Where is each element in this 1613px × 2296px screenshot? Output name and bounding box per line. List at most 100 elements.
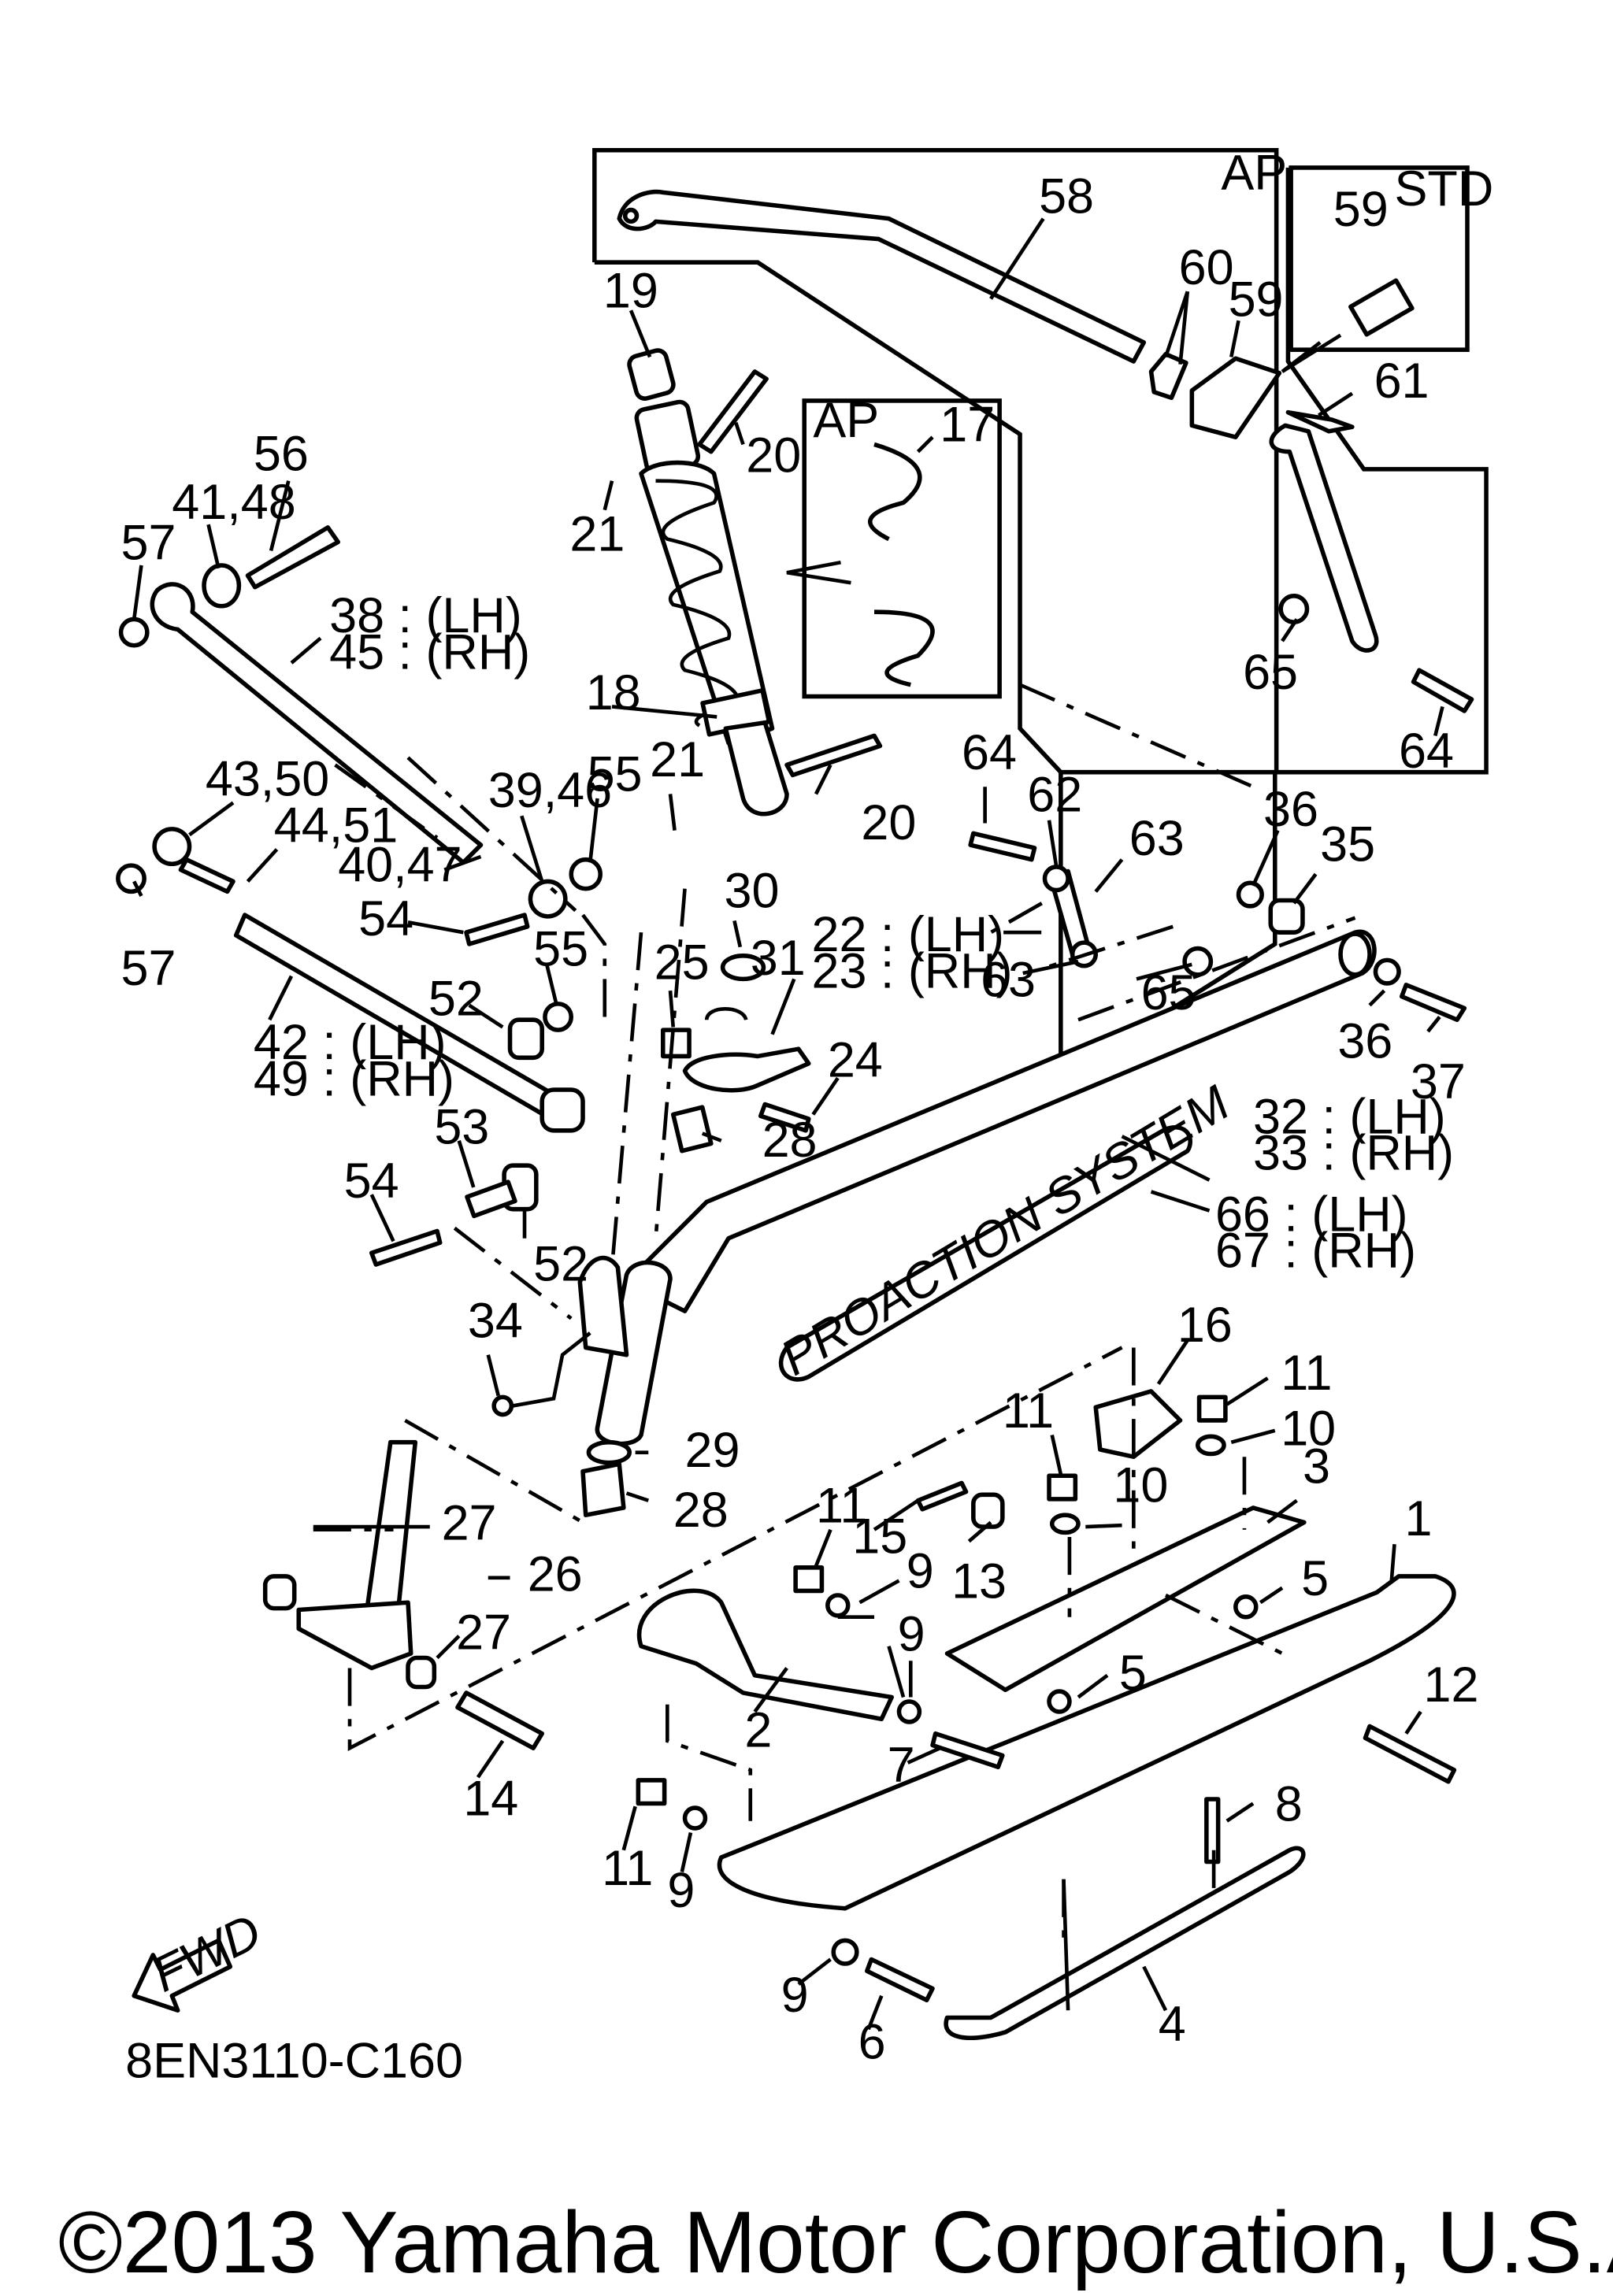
bolt-34-leader <box>512 1331 591 1408</box>
callout-11-left: 11 <box>816 1478 867 1533</box>
pin-15 <box>915 1480 969 1512</box>
bolt-5-a <box>1233 1594 1259 1620</box>
radius-rod-upper <box>150 582 484 865</box>
callout-54-top: 54 <box>358 891 413 946</box>
callout-13: 13 <box>951 1554 1007 1609</box>
callout-11-top: 11 <box>1281 1346 1332 1401</box>
callout-18: 18 <box>586 665 641 720</box>
callout-55-top: 55 <box>588 747 643 802</box>
callout-9-d: 9 <box>781 1968 809 2023</box>
callout-21-top: 21 <box>569 506 625 561</box>
washer-36-upper <box>1236 880 1264 909</box>
std-label: STD <box>1394 161 1493 217</box>
stabilizer-bar-eye <box>622 207 640 224</box>
washer-9-d <box>831 1938 859 1966</box>
ap-spring-box <box>802 398 1002 699</box>
collar-53 <box>465 1179 517 1219</box>
bushing-28-upper <box>670 1105 714 1154</box>
callout-39-46: 39,46 <box>488 763 612 818</box>
callout-54-bottom: 54 <box>344 1154 399 1209</box>
bushing-35 <box>1268 898 1305 935</box>
callout-17: 17 <box>940 398 995 453</box>
callout-26: 26 <box>528 1546 583 1602</box>
washer-10-mid <box>1049 1513 1081 1535</box>
stopper-16 <box>1093 1389 1183 1459</box>
callout-65-top: 65 <box>1243 645 1298 700</box>
callout-8: 8 <box>1275 1777 1303 1832</box>
callout-38: 38 : (LH) <box>329 588 522 643</box>
ski-handle-2 <box>636 1588 895 1721</box>
callout-1: 1 <box>1404 1491 1432 1546</box>
callout-63-top: 63 <box>1129 811 1185 866</box>
callout-36-bottom: 36 <box>1337 1013 1392 1068</box>
rod-end-43-50 <box>152 827 192 867</box>
spring-17 <box>868 442 935 687</box>
callout-66: 66 : (LH) <box>1215 1187 1408 1242</box>
leader-lines <box>132 217 1444 2031</box>
callout-56: 56 <box>254 427 309 482</box>
callout-21-bottom: 21 <box>650 732 705 787</box>
callout-59: 59 <box>1229 272 1284 328</box>
callout-4: 4 <box>1159 1997 1186 2052</box>
callout-53: 53 <box>434 1099 489 1154</box>
nut-11-left <box>793 1565 825 1594</box>
guide-lines <box>313 683 1356 1938</box>
callout-33: 33 : (RH) <box>1253 1126 1454 1181</box>
washer-29 <box>586 1439 632 1465</box>
callout-58: 58 <box>1039 168 1094 224</box>
spindle-foot-26 <box>296 1600 413 1671</box>
nut-11-mid <box>1047 1473 1078 1502</box>
washer-9-b <box>896 1699 922 1724</box>
callout-9-a: 9 <box>907 1544 934 1599</box>
callout-27-bottom: 27 <box>456 1605 511 1660</box>
circlip-31 <box>704 1007 748 1021</box>
callout-14: 14 <box>463 1771 518 1826</box>
callout-35: 35 <box>1320 817 1375 872</box>
callout-10-mid: 10 <box>1113 1458 1168 1513</box>
washer-9-a <box>825 1593 851 1618</box>
bushing-27-right <box>406 1655 437 1690</box>
bolt-5-b <box>1047 1689 1072 1714</box>
callout-9-c: 9 <box>667 1863 695 1918</box>
callout-3: 3 <box>1303 1439 1330 1494</box>
callout-45: 45 : (RH) <box>329 624 530 680</box>
callout-2: 2 <box>744 1702 772 1757</box>
callout-25: 25 <box>654 935 710 990</box>
callout-15: 15 <box>852 1509 907 1564</box>
bolt-20-top <box>697 369 769 454</box>
washer-10-top <box>1195 1434 1226 1457</box>
callout-57-bottom: 57 <box>121 941 176 996</box>
callout-63-bottom: 63 <box>981 953 1036 1008</box>
ap-inner-outline <box>594 260 1062 774</box>
bushing-19 <box>627 348 676 401</box>
callout-20-bottom: 20 <box>861 795 916 850</box>
callout-19: 19 <box>603 264 658 319</box>
bolt-37 <box>1399 983 1467 1022</box>
ap-main-label: AP <box>1221 146 1287 201</box>
steering-arm-22-23 <box>682 1046 811 1093</box>
fwd-arrow-icon: FWD <box>132 1904 269 2013</box>
copyright-notice: ©2013 Yamaha Motor Corporation, U.S.A. A… <box>58 2194 1613 2291</box>
callout-31: 31 <box>751 931 806 986</box>
callout-42: 42 : (LH) <box>254 1015 447 1070</box>
std-option-box <box>1289 165 1470 352</box>
callout-34: 34 <box>468 1294 523 1349</box>
bushing-28-lower <box>580 1461 626 1517</box>
bushing-41-48 <box>202 563 242 609</box>
ap-spring-pointer <box>786 561 851 585</box>
callout-52-bottom: 52 <box>533 1236 588 1291</box>
diagram-code: 8EN3110-C160 <box>125 2033 463 2088</box>
nut-11-top <box>1196 1394 1228 1423</box>
bolt-7 <box>930 1731 1005 1770</box>
bolt-61 <box>1285 409 1355 434</box>
callout-20-top: 20 <box>746 428 801 483</box>
callout-49: 49 : (RH) <box>254 1051 454 1106</box>
callout-27-top: 27 <box>442 1496 497 1551</box>
callout-28-top: 28 <box>762 1113 818 1168</box>
callout-67: 67 : (RH) <box>1215 1224 1416 1279</box>
callout-11-mid: 11 <box>1003 1383 1054 1439</box>
ski-1 <box>717 1574 1456 1911</box>
ap-spring-label: AP <box>813 393 879 448</box>
stud-8 <box>1204 1797 1221 1865</box>
